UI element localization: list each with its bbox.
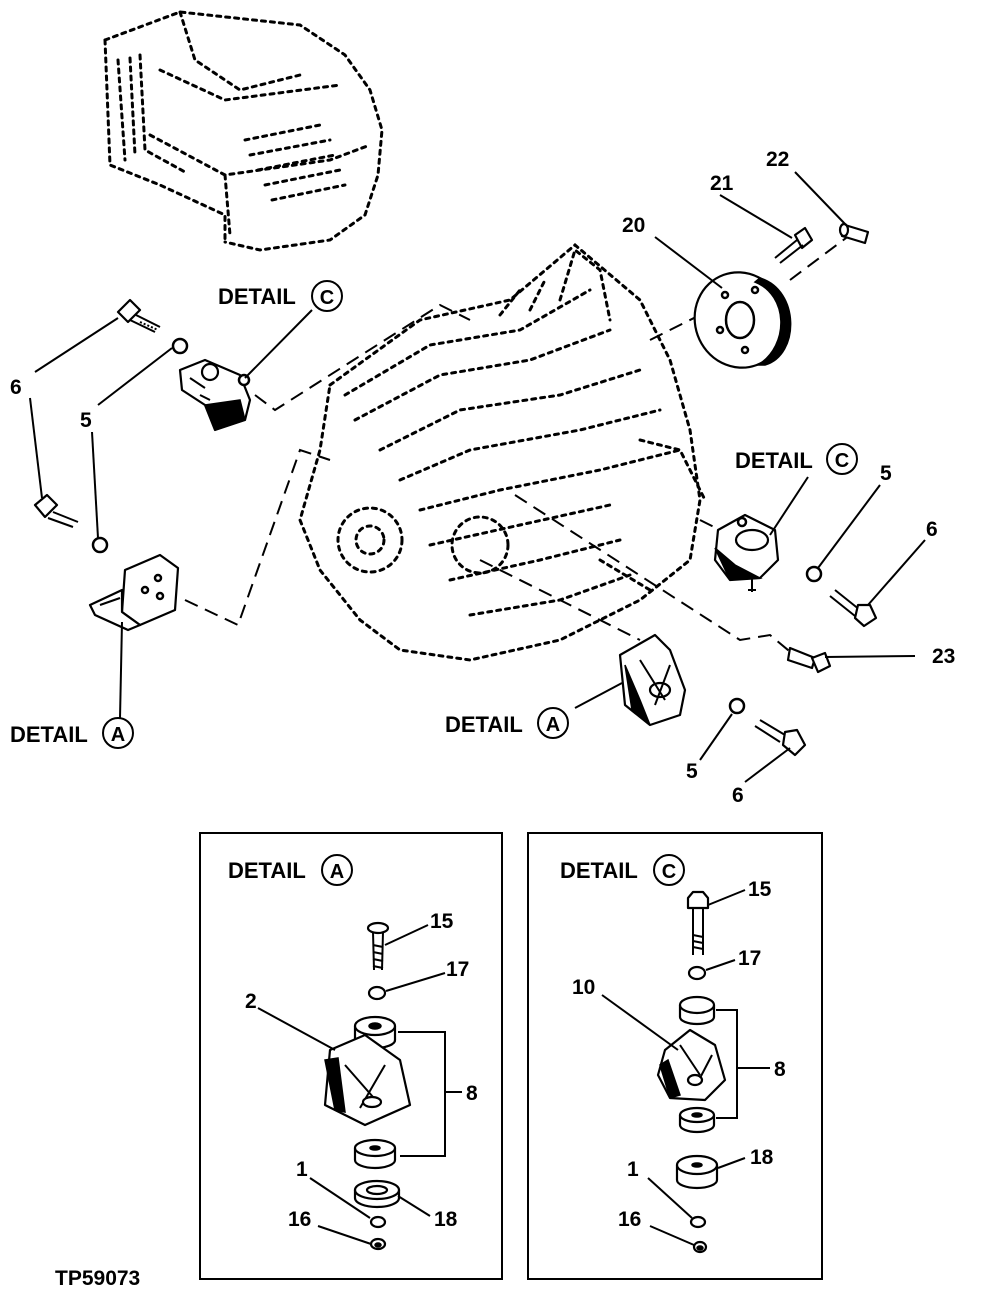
detail-c-word: DETAIL [218,284,296,309]
inset-c-washer-17 [687,965,707,981]
engine-outline [298,243,707,662]
pin-22 [838,222,870,245]
bracket-a-left [88,553,180,632]
callout-6-right-lower: 6 [732,784,744,807]
inset-a-callout-16: 16 [288,1208,311,1231]
washer-5-right-lower [728,697,746,715]
inset-a-callout-1: 1 [296,1158,308,1181]
detail-c-label-right: DETAIL C [735,443,858,475]
inset-a-bracket-2 [323,1033,412,1127]
callout-leaders [29,171,926,783]
inset-a-washer-18 [353,1179,401,1209]
mount-a-right [618,633,687,727]
inset-a-title-letter: A [330,861,344,883]
coupler-20 [693,271,792,369]
inset-c-bolt-15 [686,890,710,955]
inset-a-nut-16 [369,1237,387,1251]
inset-c-callout-8: 8 [774,1058,786,1081]
callout-20: 20 [622,214,645,237]
detail-a-label-left: DETAIL A [10,717,134,749]
bolt-6-upper-left [116,298,161,333]
inset-a-washer-17 [367,985,387,1001]
callout-5-right-upper: 5 [880,462,892,485]
detail-a-label-right: DETAIL A [445,707,569,739]
inset-a-bolt-15 [366,921,390,971]
bolt-21 [774,226,814,264]
inset-c-callout-15: 15 [748,878,772,901]
detail-a-word: DETAIL [445,712,523,737]
mount-c-left [178,358,252,432]
inset-c-callout-18: 18 [750,1146,774,1169]
inset-c-isolator-lower [678,1106,716,1134]
mount-c-right [713,513,780,592]
detail-a-letter: A [546,714,560,736]
callout-21: 21 [710,172,734,195]
callout-5-right-lower: 5 [686,760,698,783]
assembly-leader-lines [184,234,851,661]
washer-5-lower-left [91,536,109,554]
inset-c-title-word: DETAIL [560,858,638,883]
detail-a-inset: DETAIL A [199,832,503,1280]
bolt-6-lower-left [33,493,79,528]
callout-6-upper-left: 6 [10,376,22,399]
inset-a-callout-8: 8 [466,1082,478,1105]
detail-c-inset: DETAIL C [527,832,823,1280]
detail-a-word: DETAIL [10,722,88,747]
callout-23: 23 [932,645,955,668]
detail-c-letter: C [320,287,334,309]
inset-c-title-letter: C [662,861,676,883]
washer-5-right-upper [805,565,823,583]
inset-a-callout-2: 2 [245,990,257,1013]
inset-a-callout-18: 18 [434,1208,458,1231]
callout-22: 22 [766,148,789,171]
inset-c-callout-10: 10 [572,976,595,999]
inset-a-callout-17: 17 [446,958,469,981]
detail-c-word: DETAIL [735,448,813,473]
bolt-6-right-lower [754,719,807,757]
washer-5-upper-left [171,337,189,355]
inset-c-nut-16 [692,1240,708,1254]
detail-c-letter: C [835,450,849,472]
drawing-id: TP59073 [55,1267,140,1290]
inset-c-callout-17: 17 [738,947,761,970]
callout-5-upper-left: 5 [80,409,92,432]
inset-a-washer-1 [369,1215,387,1229]
inset-c-washer-18 [675,1154,719,1190]
detail-a-letter: A [111,724,125,746]
callout-6-right-upper: 6 [926,518,938,541]
inset-c-callout-16: 16 [618,1208,641,1231]
detail-c-label-upper-left: DETAIL C [218,280,343,312]
fitting-23 [786,646,832,674]
inset-c-callout-1: 1 [627,1158,639,1181]
inset-a-callout-15: 15 [430,910,454,933]
inset-a-title-word: DETAIL [228,858,306,883]
machine-hood-outline [103,10,384,252]
inset-a-isolator-lower [353,1138,397,1170]
inset-c-isolator-upper [678,995,716,1026]
bolt-6-right-upper [829,589,878,628]
inset-c-washer-1 [689,1215,707,1229]
